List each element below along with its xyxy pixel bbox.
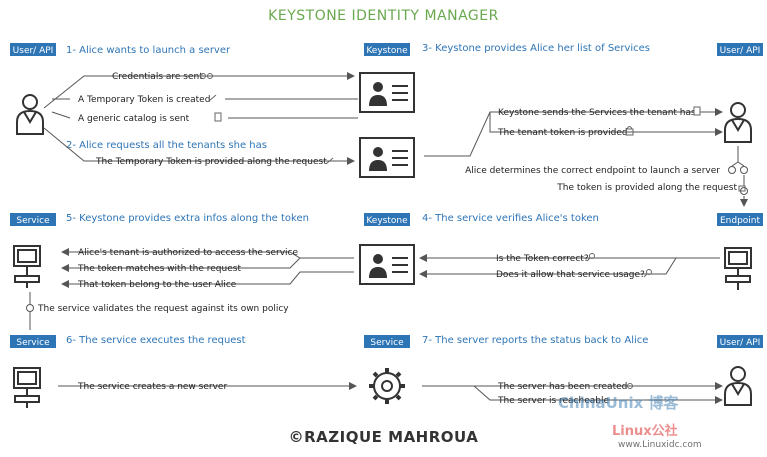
messages: Credentials are sent A Temporary Token i… — [37, 72, 737, 406]
heading-step-7: 7- The server reports the status back to… — [422, 335, 648, 346]
heading-step-4: 4- The service verifies Alice's token — [422, 213, 599, 224]
svg-text:Keystone: Keystone — [366, 46, 408, 56]
badge-endpoint: Endpoint — [717, 213, 763, 226]
message-services-tenant-has: Keystone sends the Services the tenant h… — [498, 108, 696, 118]
message-temp-token-created: A Temporary Token is created — [78, 95, 210, 105]
message-server-reachable: The server is reacheable — [497, 396, 609, 406]
message-generic-catalog: A generic catalog is sent — [78, 114, 190, 124]
badge-keystone-2: Keystone — [364, 213, 410, 226]
svg-text:User/ API: User/ API — [720, 46, 761, 56]
feather-icon — [208, 94, 334, 165]
computer-icon — [13, 367, 41, 408]
message-temp-token-request: The Temporary Token is provided along th… — [95, 157, 327, 167]
doc-icon — [214, 112, 222, 122]
message-service-usage: Does it allow that service usage? — [496, 270, 645, 280]
branch-node — [26, 304, 34, 312]
user-icon — [16, 94, 44, 135]
message-endpoint-determined: Alice determines the correct endpoint to… — [465, 166, 720, 176]
message-service-validates: The service validates the request agains… — [37, 304, 289, 314]
message-service-creates-server: The service creates a new server — [77, 382, 227, 392]
gear-icon — [369, 368, 405, 404]
magnifier-icon — [586, 253, 652, 278]
heading-step-6: 6- The service executes the request — [66, 335, 246, 346]
computer-icon — [13, 245, 41, 288]
badge-service-2: Service — [10, 335, 56, 348]
badge-user-api-3: User/ API — [717, 335, 763, 348]
heading-step-2: 2- Alice requests all the tenants she ha… — [66, 140, 267, 151]
message-tenant-authorized: Alice's tenant is authorized to access t… — [78, 248, 299, 258]
branch-node — [728, 166, 736, 174]
svg-text:Service: Service — [16, 338, 50, 348]
keystone-card-icon — [359, 72, 415, 113]
badge-service-3: Service — [364, 335, 410, 348]
badge-user-api-1: User/ API — [10, 43, 56, 56]
copyright: ©RAZIQUE MAHROUA — [288, 428, 479, 446]
watermark-url: www.Linuxidc.com — [618, 440, 702, 450]
sun-icon — [627, 383, 633, 389]
keystone-card-icon — [359, 244, 415, 285]
svg-text:Service: Service — [370, 338, 404, 348]
svg-text:User/ API: User/ API — [13, 46, 54, 56]
badge-service-1: Service — [10, 213, 56, 226]
message-token-along-request: The token is provided along the request — [556, 183, 737, 193]
connector-lines — [29, 72, 748, 404]
branch-node — [740, 166, 748, 174]
message-tenant-token-provided: The tenant token is provided — [497, 128, 628, 138]
watermark-linux: Linux公社 — [612, 424, 678, 439]
doc-icon — [693, 106, 701, 116]
svg-text:Keystone: Keystone — [366, 216, 408, 226]
user-icon — [724, 102, 752, 143]
lock-icon — [738, 185, 746, 192]
message-token-matches: The token matches with the request — [77, 264, 241, 274]
badge-user-api-2: User/ API — [717, 43, 763, 56]
svg-text:User/ API: User/ API — [720, 338, 761, 348]
message-credentials-sent: Credentials are sent — [112, 72, 203, 82]
message-server-created: The server has been created — [497, 382, 627, 392]
watermark-chinaunix: ChinaUnix 博客 — [558, 394, 679, 412]
svg-text:Endpoint: Endpoint — [720, 216, 761, 226]
badge-keystone-1: Keystone — [364, 43, 410, 56]
svg-text:Service: Service — [16, 216, 50, 226]
message-token-correct: Is the Token correct? — [496, 254, 589, 264]
key-icon — [200, 73, 213, 79]
heading-step-5: 5- Keystone provides extra infos along t… — [66, 213, 309, 224]
page-title: KEYSTONE IDENTITY MANAGER — [268, 8, 499, 24]
keystone-card-icon — [359, 137, 415, 178]
lock-icon — [625, 126, 634, 136]
heading-step-3: 3- Keystone provides Alice her list of S… — [422, 43, 650, 54]
heading-step-1: 1- Alice wants to launch a server — [66, 45, 231, 56]
message-token-belongs-alice: That token belong to the user Alice — [77, 280, 237, 290]
computer-icon — [724, 247, 752, 290]
user-icon — [724, 366, 752, 406]
